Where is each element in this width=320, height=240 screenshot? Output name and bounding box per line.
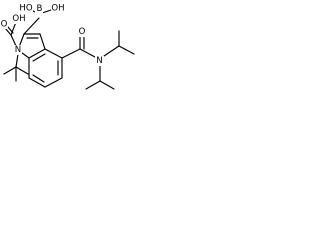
bond-tbu-methyl-right: [15, 66, 29, 75]
bond-b-oh-right: [41, 9, 52, 14]
bond-ch-upper-me2: [118, 45, 135, 55]
bond-c5-c6: [44, 77, 63, 88]
bond-inner-1: [32, 74, 45, 83]
atom-label-oh-boron: OH: [51, 4, 64, 14]
atom-label-n-amide: N: [96, 56, 102, 66]
atom-labels: HO B OH O OH N O N: [0, 3, 104, 66]
bond-ch-lower-me1: [85, 80, 101, 90]
atom-label-n-indole: N: [15, 45, 21, 55]
atom-label-o-amide: O: [79, 27, 86, 37]
chemical-structure-diagram: HO B OH O OH N O N: [0, 3, 135, 90]
bond-n1-ccooh: [10, 34, 17, 47]
atom-label-oh-carboxyl: OH: [12, 14, 25, 24]
bond-c2-b: [23, 17, 40, 35]
bond-c-oh: [10, 21, 17, 36]
bond-tbu-methyl-left: [3, 66, 17, 75]
bond-inner-3: [32, 53, 46, 62]
bond-c3-c3a: [39, 33, 46, 50]
atom-label-b: B: [37, 4, 43, 14]
bond-n-ch-upper: [103, 45, 120, 57]
bond-c4-camide: [61, 48, 81, 59]
bond-n1-cquat: [15, 53, 19, 68]
bond-ch-lower-me2: [99, 80, 115, 90]
bond-lines: [3, 9, 135, 90]
bond-camide-n: [79, 48, 96, 58]
atom-label-ho-boron: HO: [19, 4, 32, 14]
bond-c-o-double-1: [4, 27, 12, 36]
bond-c4-c3a: [44, 48, 63, 59]
bond-c3a-c7a: [28, 48, 46, 59]
atom-label-o-carboxyl: O: [1, 20, 8, 30]
bond-c4a-c5: [28, 77, 46, 88]
